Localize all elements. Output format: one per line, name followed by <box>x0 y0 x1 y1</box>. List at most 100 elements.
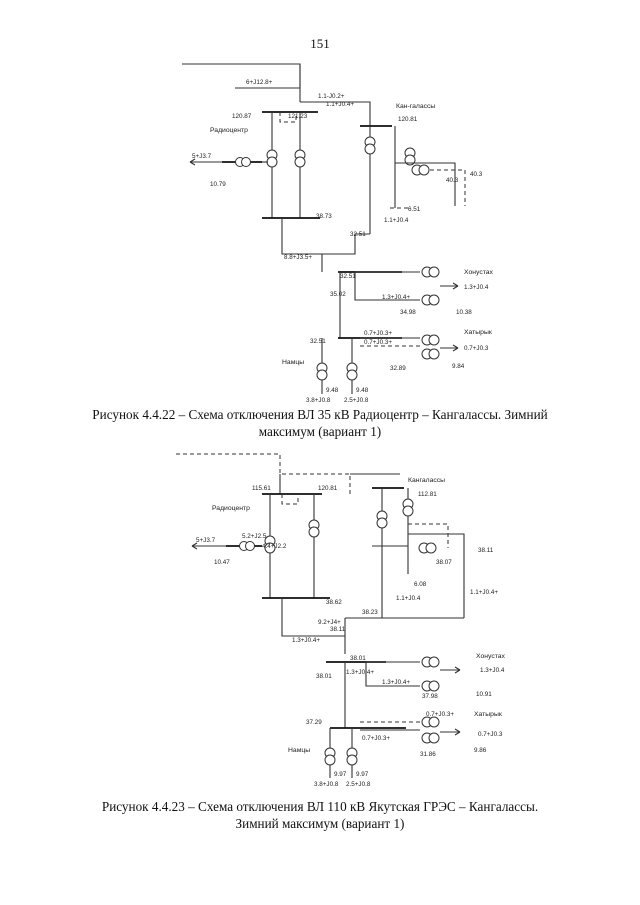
load-arrowhead-khon <box>452 282 459 290</box>
transformer-kang-t3-b <box>418 164 430 176</box>
d1-v-kang-far: 40.3 <box>446 177 459 184</box>
d2-load-namtsy-2: 2.5+J0.8 <box>346 781 371 788</box>
label-khatyryk: Хатырык <box>464 329 492 336</box>
d1-load-khat: 0.7+J0.3 <box>464 345 489 352</box>
figure-caption-2: Рисунок 4.4.23 – Схема отключения ВЛ 110… <box>60 798 580 832</box>
transformer-radio-t3-b <box>245 541 255 551</box>
line-khonustakh-2 <box>365 662 420 687</box>
d2-v-mid: 38.23 <box>362 609 378 616</box>
load-arrowhead-radio <box>189 158 196 166</box>
d2-load-khon: 1.3+J0.4 <box>480 667 505 674</box>
caption-2-line-2: Зимний максимум (вариант 1) <box>235 816 405 831</box>
sectional-switch-radio <box>281 494 299 505</box>
d2-v-radio-right: 120.81 <box>318 485 338 492</box>
d1-v-kang-top: 120.81 <box>398 116 418 123</box>
d1-v-radio-lv: 10.79 <box>210 181 226 188</box>
d2-v-kang-lv: 6.08 <box>414 581 427 588</box>
label-khonustakh: Хонустах <box>464 269 494 276</box>
kang-dash-right <box>408 523 449 548</box>
d2-flow-mid-left: 1.3+J0.4+ <box>292 637 320 644</box>
d1-v-radio-left: 120.87 <box>232 113 252 120</box>
transformer-namtsy-t1-b <box>316 369 328 381</box>
d2-v-khat-lv: 9.86 <box>474 747 487 754</box>
d2-v-radio-left: 115.61 <box>252 485 271 492</box>
d2-load-namtsy-1: 3.8+J0.8 <box>314 781 339 788</box>
d2-v-namtsy-lv1: 9.97 <box>334 771 347 778</box>
label-khonustakh: Хонустах <box>476 653 506 660</box>
d2-v-namtsy-lv2: 9.97 <box>356 771 369 778</box>
transformer-kang-t3-b <box>425 542 437 554</box>
schematic-diagram-2: Радиоцентр Кангалассы Хонустах Хатырык Н… <box>0 448 640 788</box>
d1-v-junction: 32.51 <box>340 273 356 280</box>
label-kangalassy: Кан-галассы <box>396 103 435 110</box>
label-namtsy: Намцы <box>288 747 310 754</box>
line-radio-to-junction <box>281 218 370 255</box>
d2-v-kang-right: 38.11 <box>478 547 494 554</box>
kang-line-right <box>395 162 456 206</box>
d1-v-khon-lv1: 34.98 <box>400 309 416 316</box>
load-arrowhead-khat <box>454 728 461 736</box>
transformer-kang-t1-b <box>364 143 376 155</box>
d2-load-khat: 0.7+J0.3 <box>478 731 503 738</box>
label-khatyryk: Хатырык <box>474 711 502 718</box>
label-radiocentr: Радиоцентр <box>212 505 250 512</box>
d1-v-mid-35: 32.51 <box>350 231 366 238</box>
caption-1-line-1: Рисунок 4.4.22 – Схема отключения ВЛ 35 … <box>92 407 548 422</box>
page-number: 151 <box>310 36 330 51</box>
transformer-radio-t3-b <box>241 157 251 167</box>
d1-v-radio-35: 38.73 <box>316 213 332 220</box>
d1-flow-kang-top: 1.1+J0.4+ <box>326 101 354 108</box>
d1-load-namtsy-1: 3.8+J0.8 <box>306 397 331 404</box>
d2-v-junction: 38.01 <box>316 673 332 680</box>
transformer-namtsy-t2-b <box>346 369 358 381</box>
d1-v-namtsy-lv2: 9.48 <box>356 387 369 394</box>
d2-flow-radio-2: 4.4+J2.2 <box>262 543 287 550</box>
transformer-khon-d <box>428 680 440 692</box>
caption-2-line-1: Рисунок 4.4.23 – Схема отключения ВЛ 110… <box>101 799 539 814</box>
label-radiocentr: Радиоцентр <box>210 127 248 134</box>
transformer-radio-t2-b <box>294 156 306 168</box>
transformer-khat-d <box>428 732 440 744</box>
d1-load-radio: 5+J3.7 <box>192 153 212 160</box>
d1-flow-khat-2: 0.7+J0.3+ <box>364 339 392 346</box>
d2-flow-khat-2: 0.7+J0.3+ <box>362 735 390 742</box>
d2-flow-kang-bottom: 1.1+J0.4 <box>396 595 421 602</box>
d2-v-khon-lv1: 37.98 <box>422 693 438 700</box>
transformer-namtsy-t1-b <box>324 754 336 766</box>
d1-flow-top-right: 1.1-J0.2+ <box>318 93 345 100</box>
d2-flow-kang-vert: 1.1+J0.4+ <box>470 589 498 596</box>
transformer-khat-b <box>428 716 440 728</box>
d1-flow-kang-bottom: 1.1+J0.4 <box>384 217 409 224</box>
d1-flow-khat-1: 0.7+J0.3+ <box>364 330 392 337</box>
d1-load-namtsy-2: 2.5+J0.8 <box>344 397 369 404</box>
transformer-khat-b <box>428 334 440 346</box>
line-khonustakh <box>354 272 420 301</box>
line-110kv-radio-kang <box>300 101 371 126</box>
schematic-svg-1: Радиоцентр Кан-галассы Хонустах Хатырык … <box>182 63 494 404</box>
d1-v-khon-hv: 35.02 <box>330 291 346 298</box>
transformer-radio-t1-b <box>266 156 278 168</box>
d2-flow-radio-1: 5.2+J2.5 <box>242 533 267 540</box>
d1-v-namtsy: 32.51 <box>310 338 326 345</box>
label-namtsy: Намцы <box>282 359 304 366</box>
d2-v-khon-lv2: 10.91 <box>476 691 492 698</box>
load-arrowhead-khon <box>454 666 461 674</box>
transformer-kang-t2-b <box>402 505 414 517</box>
d1-v-khat-lv: 9.84 <box>452 363 465 370</box>
d1-v-radio-right: 121.23 <box>288 113 308 120</box>
d2-v-kang-top: 112.81 <box>418 491 437 498</box>
d2-load-radio: 5+J3.7 <box>196 537 216 544</box>
kang-line-right <box>408 533 465 618</box>
d1-load-khon: 1.3+J0.4 <box>464 284 489 291</box>
caption-1-line-2: максимум (вариант 1) <box>258 424 382 439</box>
line-110kv-top <box>182 63 301 88</box>
d2-flow-khon-2: 1.3+J0.4+ <box>346 669 374 676</box>
d2-v-kang-35: 38.07 <box>436 559 452 566</box>
figure-caption-1: Рисунок 4.4.22 – Схема отключения ВЛ 35 … <box>60 406 580 440</box>
d1-v-khat-hv: 32.89 <box>390 365 406 372</box>
d1-v-khon-lv2: 10.38 <box>456 309 472 316</box>
d2-v-radio-lv: 10.47 <box>214 559 230 566</box>
transformer-khon-d <box>428 294 440 306</box>
load-arrowhead-khat <box>452 344 459 352</box>
label-kangalassy: Кангалассы <box>408 477 445 484</box>
